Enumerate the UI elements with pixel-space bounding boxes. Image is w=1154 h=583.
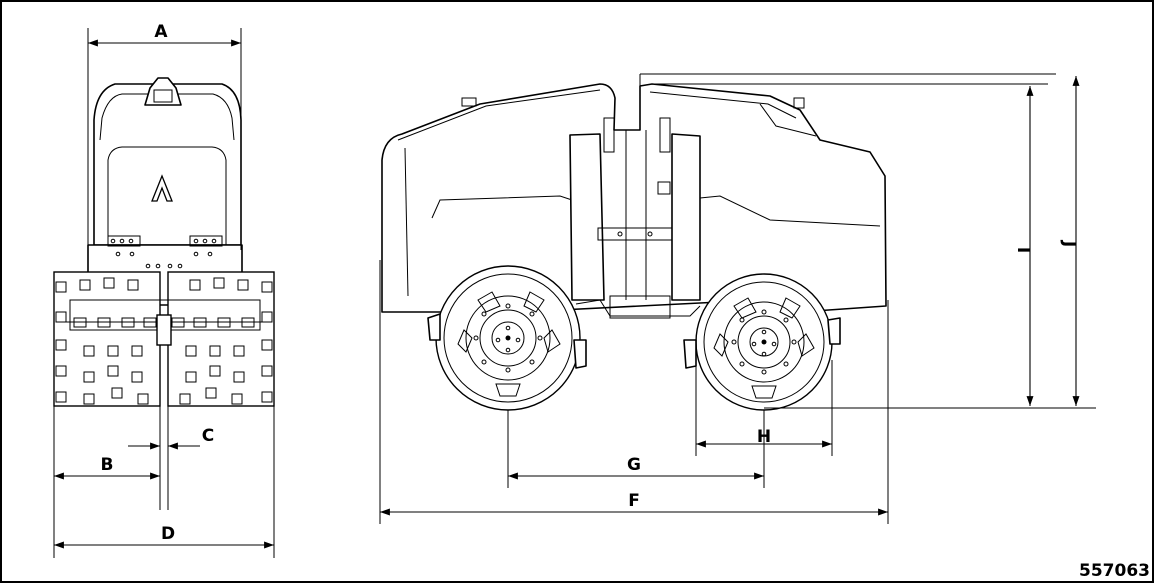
front-cab bbox=[93, 83, 242, 246]
label-g: G bbox=[627, 455, 641, 475]
label-h: H bbox=[757, 427, 771, 447]
figure-id: 557063 bbox=[1079, 561, 1150, 581]
label-c: C bbox=[202, 426, 214, 446]
label-i: I bbox=[1013, 247, 1033, 253]
front-view bbox=[53, 28, 275, 558]
center-column bbox=[569, 133, 605, 301]
label-a: A bbox=[154, 22, 168, 42]
label-f: F bbox=[628, 491, 640, 511]
side-view bbox=[379, 73, 1096, 524]
side-body bbox=[381, 83, 887, 313]
label-j: J bbox=[1059, 240, 1079, 247]
logo-mark-icon bbox=[151, 174, 173, 202]
side-drum-rear bbox=[683, 273, 841, 411]
label-d: D bbox=[161, 524, 175, 544]
center-column-rear bbox=[671, 133, 701, 301]
front-drums bbox=[53, 271, 275, 407]
beacon-icon bbox=[144, 77, 182, 106]
label-b: B bbox=[101, 455, 114, 475]
